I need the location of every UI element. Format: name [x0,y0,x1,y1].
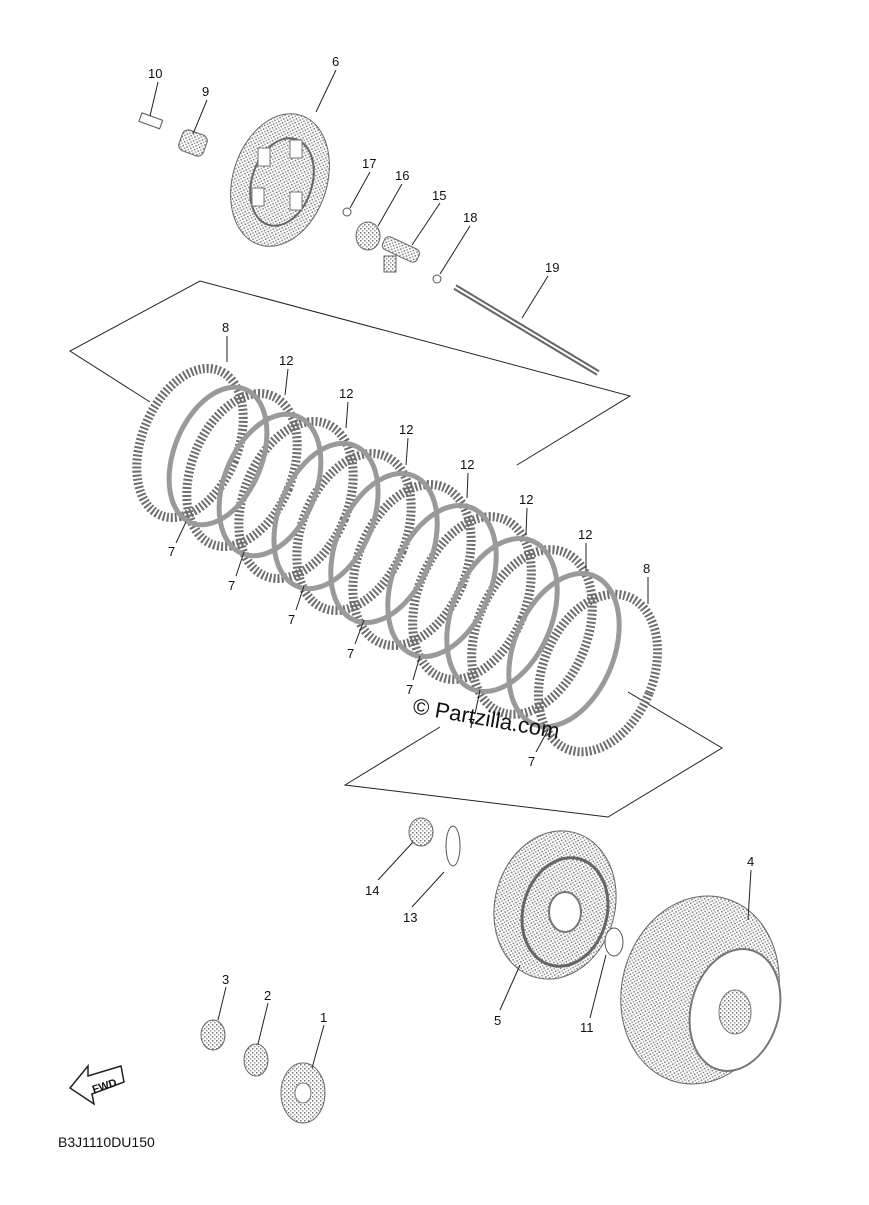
callout-4[interactable]: 4 [747,854,754,869]
callout-8-bottom[interactable]: 8 [643,561,650,576]
callout-11[interactable]: 11 [580,1020,594,1035]
callout-3[interactable]: 3 [222,972,229,987]
fwd-arrow-icon: FWD [68,1063,125,1106]
callout-8-top[interactable]: 8 [222,320,229,335]
plate-pack-frame-bottom [343,691,723,818]
part-18-ball[interactable] [432,274,442,284]
diagram-code: B3J1110DU150 [58,1134,155,1150]
callout-1[interactable]: 1 [320,1010,327,1025]
leader-lines [149,69,752,1069]
callout-19[interactable]: 19 [545,260,559,275]
callout-10[interactable]: 10 [148,66,162,81]
callout-7-6[interactable]: 7 [468,716,475,731]
callout-12-1[interactable]: 12 [279,353,293,368]
part-1-gear[interactable] [280,1062,326,1124]
callout-12-3[interactable]: 12 [399,422,413,437]
friction-plate-7[interactable] [449,532,615,733]
part-17-ball[interactable] [342,207,352,217]
callout-15[interactable]: 15 [432,188,446,203]
callout-18[interactable]: 18 [463,210,477,225]
callout-7-3[interactable]: 7 [288,612,295,627]
callout-7-5[interactable]: 7 [406,682,413,697]
callout-5[interactable]: 5 [494,1013,501,1028]
callout-7-2[interactable]: 7 [228,578,235,593]
steel-plate-2[interactable] [200,399,341,571]
part-5-clutch-boss[interactable] [478,817,633,993]
callout-12-5[interactable]: 12 [519,492,533,507]
part-11-washer[interactable] [604,927,624,957]
part-19-push-rod-2[interactable] [453,284,600,376]
callout-17[interactable]: 17 [362,156,376,171]
friction-plate-1[interactable] [116,353,263,534]
part-10-bolt[interactable] [138,112,164,130]
part-15-push-rod-1[interactable] [381,235,421,273]
part-14-nut[interactable] [408,817,434,847]
clutch-plate-stack [116,353,679,769]
steel-plate-1[interactable] [150,373,286,539]
plate-pack-frame-top [69,280,632,466]
callout-12-6[interactable]: 12 [578,527,592,542]
part-9-collar[interactable] [177,128,209,158]
part-3-nut[interactable] [200,1019,226,1051]
steel-plate-6[interactable] [426,522,579,708]
callout-13[interactable]: 13 [403,910,417,925]
steel-plate-5[interactable] [367,489,517,672]
callout-12-2[interactable]: 12 [339,386,353,401]
callout-7-1[interactable]: 7 [168,544,175,559]
callout-6[interactable]: 6 [332,54,339,69]
callout-7-7[interactable]: 7 [528,754,535,769]
part-6-pressure-plate[interactable] [214,101,345,259]
callout-16[interactable]: 16 [395,168,409,183]
callouts: 10 9 6 17 16 15 18 19 8 12 12 12 12 12 1… [148,54,754,1035]
steel-plate-7[interactable] [488,557,641,743]
callout-9[interactable]: 9 [202,84,209,99]
callout-14[interactable]: 14 [365,883,379,898]
part-2-lock-washer[interactable] [243,1043,269,1077]
part-13-washer[interactable] [445,825,461,867]
part-16-bearing[interactable] [355,221,381,251]
callout-2[interactable]: 2 [264,988,271,1003]
callout-7-4[interactable]: 7 [347,646,354,661]
callout-12-4[interactable]: 12 [460,457,474,472]
end-plate-8[interactable] [516,576,679,769]
steel-plate-3[interactable] [254,428,398,604]
steel-plate-4[interactable] [310,458,457,639]
part-4-clutch-housing[interactable] [600,878,800,1102]
